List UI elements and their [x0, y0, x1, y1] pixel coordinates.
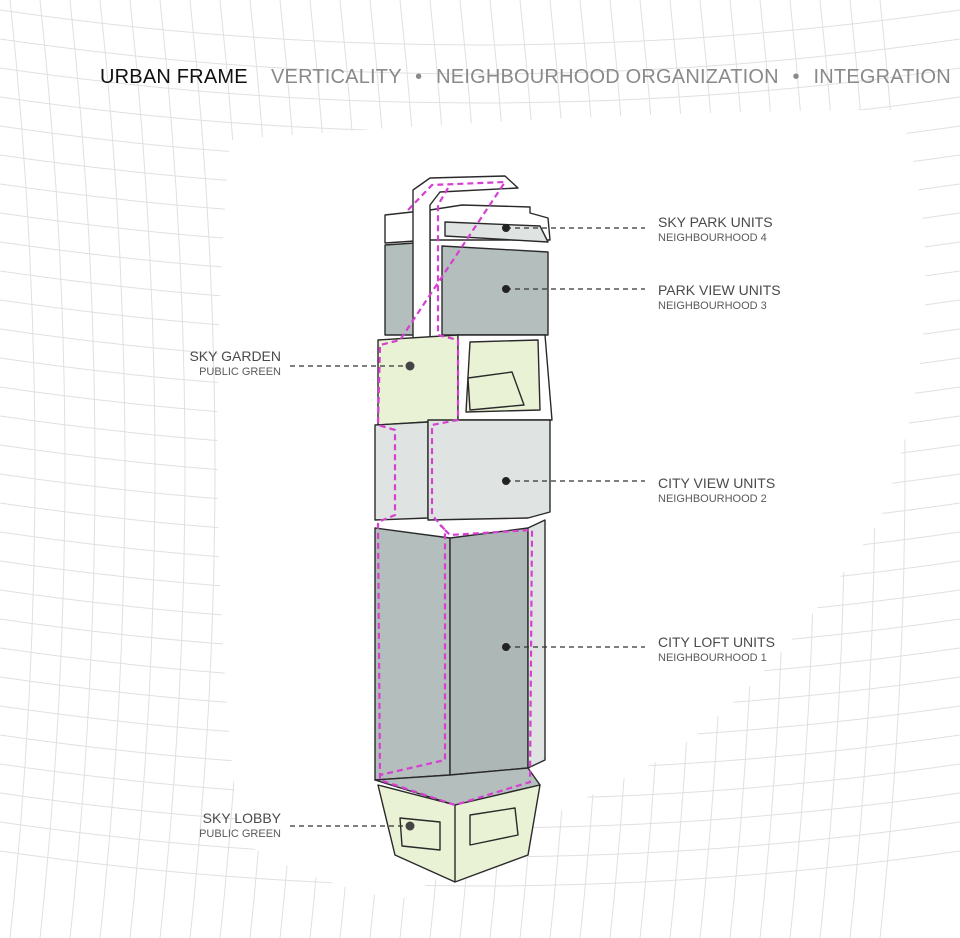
label-sub: NEIGHBOURHOOD 3 [658, 300, 767, 312]
label-park-view: PARK VIEW UNITS NEIGHBOURHOOD 3 [658, 282, 781, 314]
label-title: SKY GARDEN [189, 348, 281, 364]
label-sky-park: SKY PARK UNITS NEIGHBOURHOOD 4 [658, 214, 773, 246]
label-sub: NEIGHBOURHOOD 4 [658, 232, 767, 244]
label-sub: PUBLIC GREEN [199, 828, 281, 840]
wireframe-line [69, 0, 96, 938]
label-title: SKY LOBBY [202, 810, 281, 826]
tower [374, 175, 553, 883]
wireframe-line [129, 0, 156, 938]
wireframe-line [39, 0, 66, 938]
leader-dots [405, 224, 510, 831]
city-view-block [427, 419, 551, 521]
label-title: CITY VIEW UNITS [658, 475, 776, 491]
wireframe-line [99, 0, 126, 938]
circulation-path [376, 180, 534, 807]
wireframe-line [0, 38, 960, 75]
wireframe-line [0, 850, 960, 887]
label-city-loft: CITY LOFT UNITS NEIGHBOURHOOD 1 [658, 634, 775, 666]
diagram-title: URBAN FRAME [100, 66, 248, 88]
theme-neighbourhood: NEIGHBOURHOOD ORGANIZATION [436, 66, 779, 88]
theme-integration: INTEGRATION [813, 66, 951, 88]
label-sub: PUBLIC GREEN [199, 366, 281, 378]
label-sky-garden: SKY GARDEN PUBLIC GREEN [189, 348, 281, 380]
label-city-view: CITY VIEW UNITS NEIGHBOURHOOD 2 [658, 475, 775, 507]
separator: • [415, 66, 423, 88]
label-sub: NEIGHBOURHOOD 2 [658, 493, 767, 505]
label-title: SKY PARK UNITS [658, 214, 773, 230]
lobby-seat-left [399, 817, 441, 851]
lobby-seat [469, 807, 519, 846]
wireframe-line [0, 67, 960, 104]
label-title: PARK VIEW UNITS [658, 282, 781, 298]
city-loft-front [374, 527, 451, 781]
leader-lines [290, 227, 645, 827]
park-view-block [441, 245, 549, 336]
wireframe-line [0, 9, 960, 46]
city-loft-side [449, 527, 529, 776]
sky-garden-volume [377, 334, 459, 426]
wireframe-line [159, 0, 186, 938]
theme-verticality: VERTICALITY [271, 66, 402, 88]
label-title: CITY LOFT UNITS [658, 634, 775, 650]
city-view-left [374, 421, 429, 521]
garden-bench [467, 371, 525, 411]
label-sky-lobby: SKY LOBBY PUBLIC GREEN [199, 810, 281, 842]
sky-park-band [444, 221, 549, 243]
theme-list: VERTICALITY • NEIGHBOURHOOD ORGANIZATION… [271, 66, 951, 89]
separator: • [792, 66, 800, 88]
label-sub: NEIGHBOURHOOD 1 [658, 652, 767, 664]
wireframe-line [9, 0, 36, 938]
